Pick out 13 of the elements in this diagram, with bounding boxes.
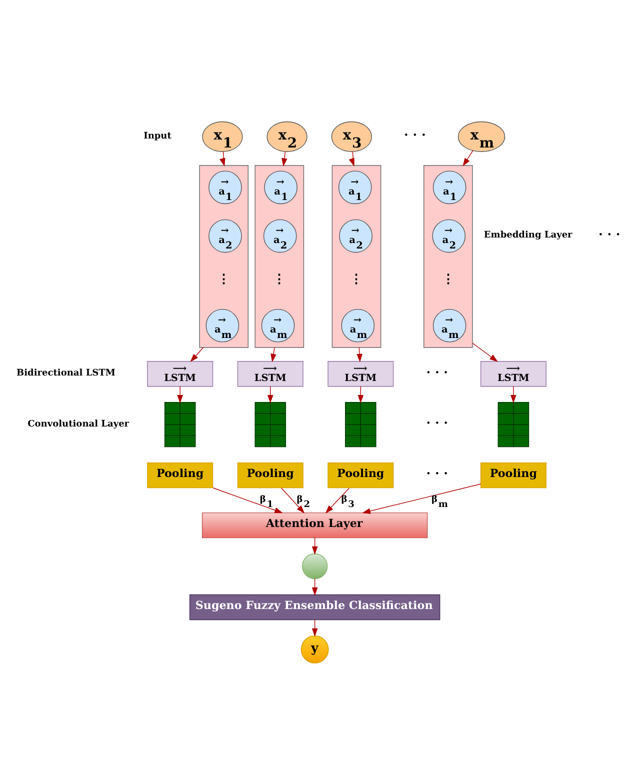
label: · · ·: [426, 414, 448, 430]
label: ⋮: [442, 270, 455, 286]
label: · · ·: [404, 126, 426, 142]
label: · · ·: [598, 226, 620, 241]
label: Embedding Layer: [484, 230, 572, 240]
label: ⋮: [273, 270, 286, 286]
label: ⋮: [350, 270, 364, 286]
label: · · ·: [426, 364, 448, 379]
label: ⋮: [218, 270, 231, 286]
label: · · ·: [426, 465, 448, 480]
label: Input: [144, 130, 172, 141]
label: Bidirectional LSTM: [16, 368, 116, 378]
label: Convolutional Layer: [28, 418, 130, 429]
